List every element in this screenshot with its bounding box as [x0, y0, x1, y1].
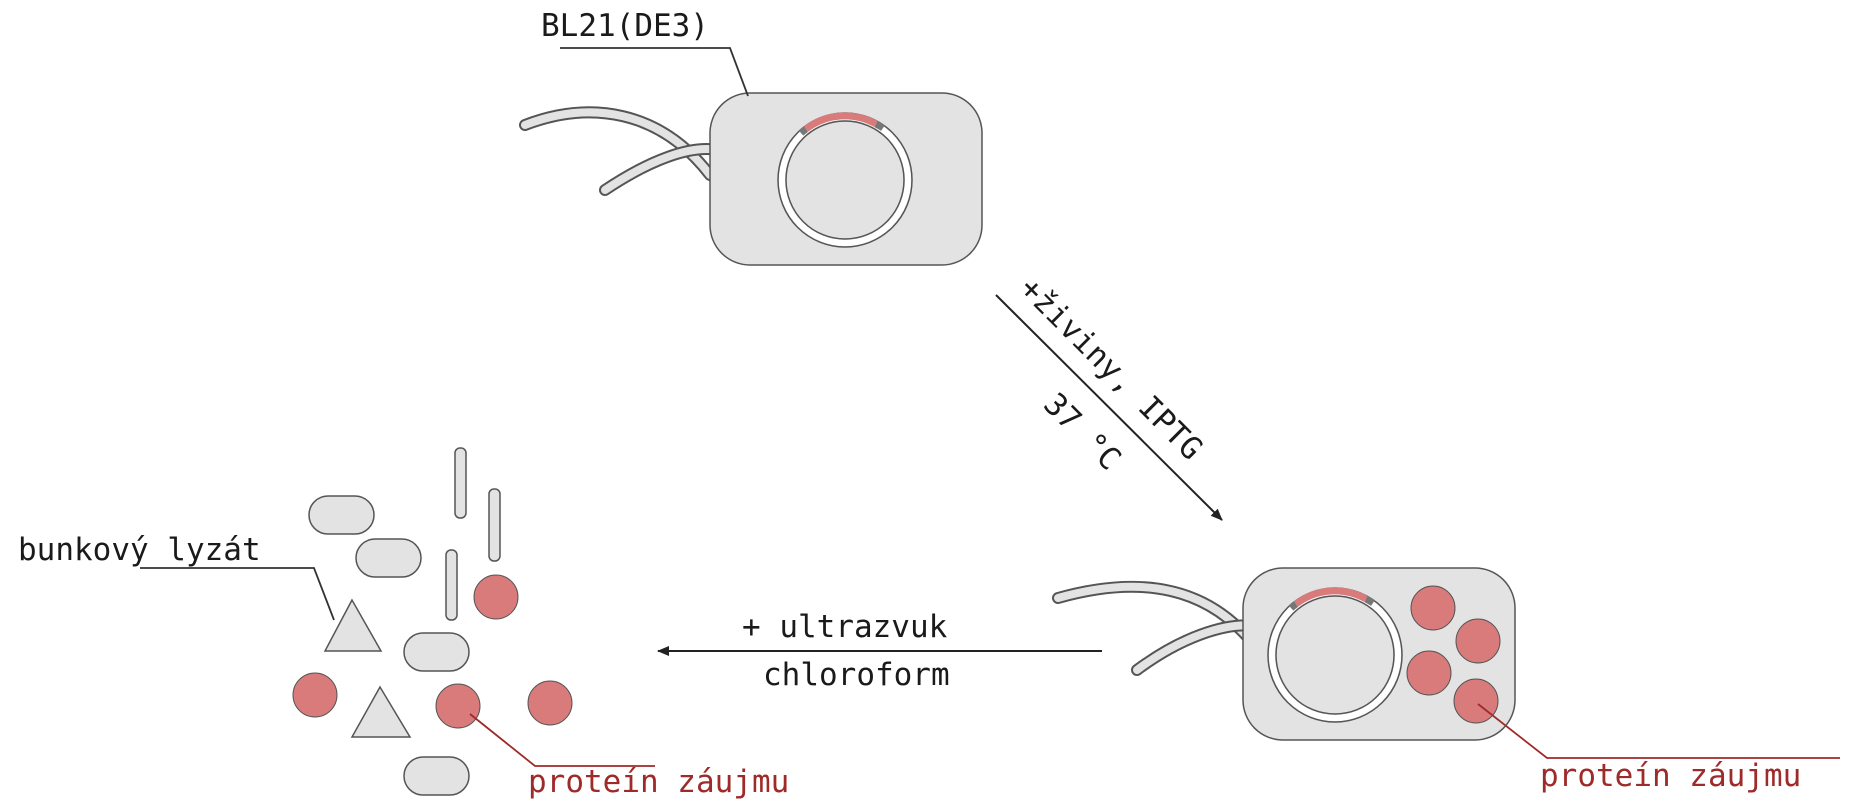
protein-label-left: proteín záujmu: [528, 764, 789, 800]
induced-cell: proteín záujmu: [1052, 567, 1840, 794]
gene-insert: [803, 112, 878, 132]
protein-label-right: proteín záujmu: [1540, 758, 1801, 794]
induction-step: +živiny, IPTG 37 °C: [995, 270, 1223, 521]
protein-particle: [473, 574, 519, 620]
lysate-leader-line: [140, 567, 335, 621]
debris-pill: [355, 538, 422, 578]
bl21-cell: BL21(DE3): [519, 8, 983, 266]
lysis-step: + ultrazvuk chloroform: [657, 609, 1102, 693]
promoter-marker: [798, 126, 809, 136]
debris-pill: [403, 632, 470, 672]
lysis-label-ultrasound: + ultrazvuk: [742, 609, 948, 645]
protein-leader-line: [1477, 703, 1840, 759]
debris-rod: [454, 447, 467, 519]
strain-leader-line: [560, 47, 749, 97]
induction-label-temperature: 37 °C: [1036, 386, 1127, 477]
debris-triangle: [350, 685, 412, 738]
protein-particle: [527, 680, 573, 726]
terminator-marker: [874, 120, 885, 131]
debris-rod: [488, 488, 501, 562]
flagellum: [1052, 580, 1264, 676]
protein-particle: [1453, 678, 1499, 724]
protein-leader-line: [469, 713, 655, 767]
lysate-label: bunkový lyzát: [18, 532, 261, 568]
gene-insert: [1293, 587, 1368, 607]
debris-pill: [308, 495, 375, 535]
protein-particle: [1410, 585, 1456, 631]
protein-particle: [1406, 650, 1452, 696]
promoter-marker: [1288, 601, 1299, 611]
strain-label: BL21(DE3): [541, 8, 709, 44]
protein-particle: [292, 672, 338, 718]
debris-rod: [445, 549, 458, 621]
plasmid: [777, 112, 913, 248]
flagellum: [519, 106, 724, 196]
debris-triangle: [323, 598, 383, 652]
cell-lysate: bunkový lyzát proteín záujmu: [18, 447, 789, 800]
terminator-marker: [1364, 595, 1375, 606]
induction-arrow: [995, 294, 1223, 521]
lysis-label-chloroform: chloroform: [763, 657, 950, 693]
plasmid: [1267, 587, 1403, 723]
debris-pill: [403, 756, 470, 796]
protein-particle: [1455, 618, 1501, 664]
protein-particle: [435, 683, 481, 729]
